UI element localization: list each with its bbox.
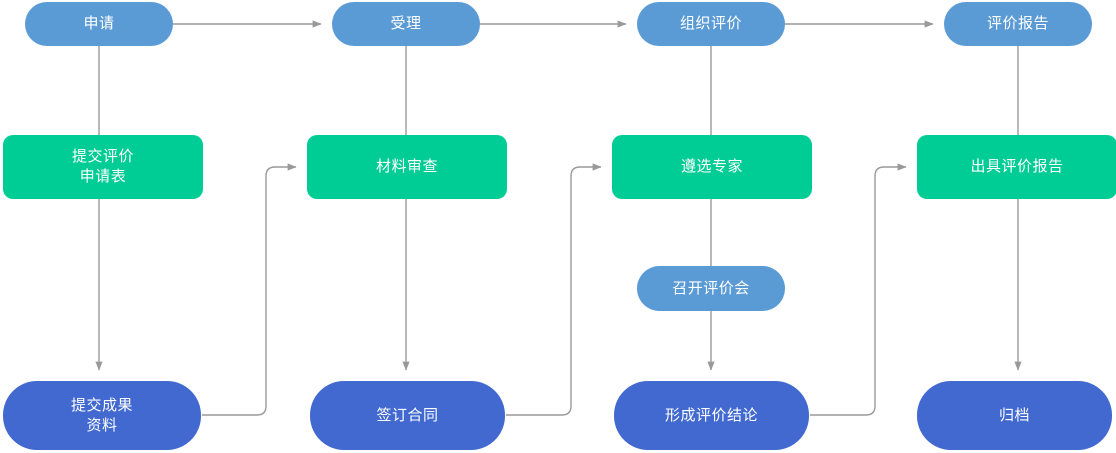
edge-form-conclusion-to-issue-report	[810, 163, 907, 416]
node-form-evaluation-conclusion[interactable]: 形成评价结论	[614, 381, 809, 450]
node-hold-evaluation-meeting[interactable]: 召开评价会	[637, 266, 785, 311]
node-accept[interactable]: 受理	[332, 2, 480, 46]
edge-sign-contract-to-select-experts	[506, 163, 602, 416]
node-sign-contract[interactable]: 签订合同	[310, 381, 505, 450]
node-issue-evaluation-report[interactable]: 出具评价报告	[917, 135, 1116, 199]
node-submit-application-form[interactable]: 提交评价 申请表	[3, 135, 203, 199]
node-organize-evaluation[interactable]: 组织评价	[637, 2, 785, 46]
node-archive[interactable]: 归档	[917, 381, 1112, 450]
edge-submit-results-to-material-review	[202, 163, 297, 416]
node-submit-result-materials[interactable]: 提交成果 资料	[3, 381, 201, 450]
node-select-experts[interactable]: 遵选专家	[612, 135, 812, 199]
node-evaluation-report[interactable]: 评价报告	[944, 2, 1092, 46]
node-apply[interactable]: 申请	[25, 2, 173, 46]
node-material-review[interactable]: 材料审查	[307, 135, 507, 199]
